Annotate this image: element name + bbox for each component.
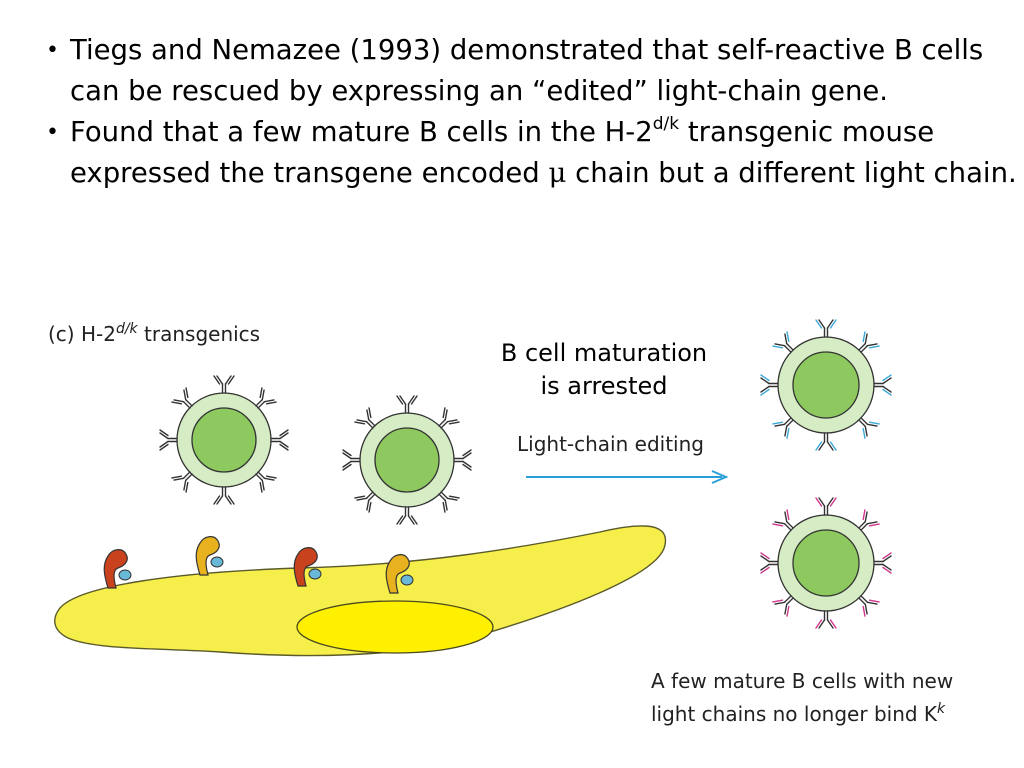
stromal-nucleus bbox=[296, 600, 494, 654]
bullet-text-before: Found that a few mature B cells in the H… bbox=[70, 116, 653, 148]
mhc-molecule-red bbox=[103, 549, 132, 589]
edited-b-cell-blue bbox=[760, 319, 892, 451]
result-label-line1: A few mature B cells with new bbox=[651, 669, 953, 693]
bullet-superscript: d/k bbox=[652, 114, 680, 134]
arrested-b-cell bbox=[342, 395, 472, 525]
stromal-cell bbox=[54, 525, 667, 657]
arrow-label: Light-chain editing bbox=[517, 432, 704, 456]
bullet-marker: • bbox=[46, 120, 59, 145]
bullet-item-2: • Found that a few mature B cells in the… bbox=[44, 112, 1019, 194]
bullet-text-after: chain but a different light chain. bbox=[566, 157, 1017, 189]
arrest-label-line2: is arrested bbox=[541, 372, 668, 400]
mu-symbol: μ bbox=[548, 157, 567, 189]
mhc-molecule-yellow bbox=[195, 536, 224, 576]
arrested-b-cell bbox=[159, 375, 289, 505]
result-label-line2: light chains no longer bind Kk bbox=[651, 701, 946, 726]
bullet-marker: • bbox=[46, 38, 59, 63]
editing-arrow bbox=[526, 470, 729, 484]
mhc-molecule-yellow bbox=[385, 554, 414, 594]
bullet-text-middle: transgenic mouse expressed the transgene… bbox=[70, 116, 935, 189]
bullet-item-1: • Tiegs and Nemazee (1993) demonstrated … bbox=[44, 30, 1019, 112]
bullet-list: • Tiegs and Nemazee (1993) demonstrated … bbox=[44, 30, 1019, 194]
bullet-text: Tiegs and Nemazee (1993) demonstrated th… bbox=[70, 34, 984, 107]
mhc-molecule-red bbox=[293, 547, 322, 587]
panel-label: (c) H-2d/k transgenics bbox=[48, 321, 260, 346]
arrest-label-line1: B cell maturation bbox=[501, 339, 707, 367]
edited-b-cell-pink bbox=[760, 497, 892, 629]
